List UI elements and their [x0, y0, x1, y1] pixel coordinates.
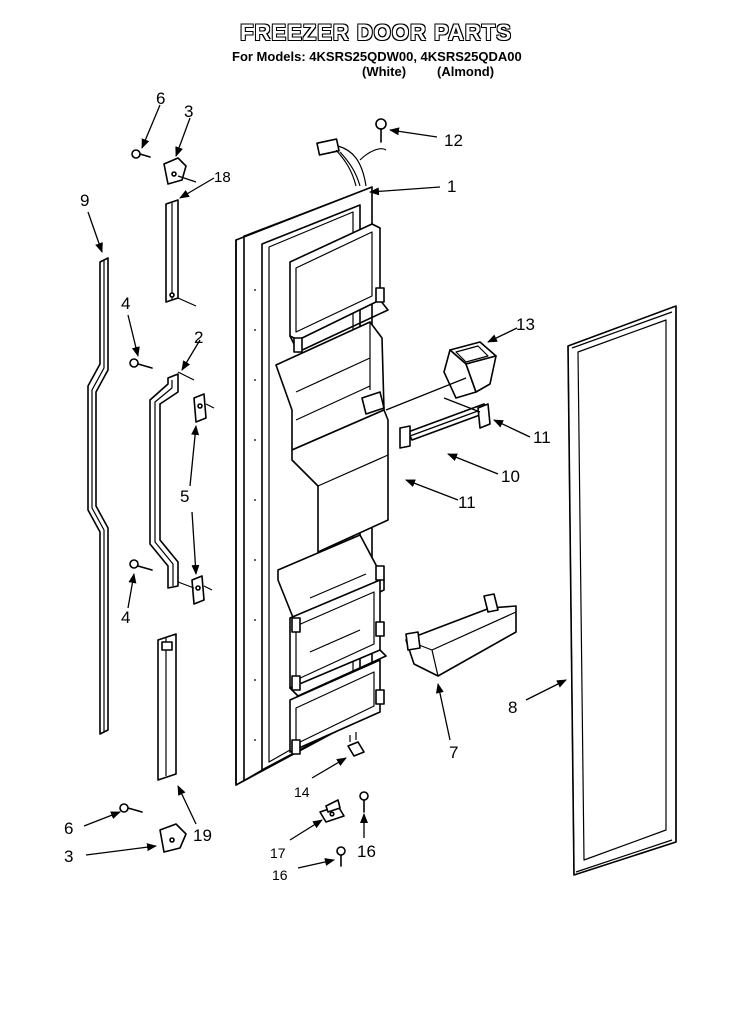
upper-door-bin	[289, 223, 389, 353]
door-bin-part-7	[405, 593, 517, 677]
callout-8: 8	[508, 698, 517, 717]
page-title: FREEZER DOOR PARTS	[240, 20, 512, 45]
callout-19: 19	[193, 826, 212, 845]
callout-3-bottom: 3	[64, 847, 73, 866]
callout-labels: 1 2 3 3 4 4 5 6 6 7 8 9 10 11 11 12 13 1…	[64, 89, 551, 883]
variant-almond-label: (Almond)	[437, 64, 495, 79]
clip-part-5-lower	[191, 575, 213, 605]
screw-part-6-top	[131, 149, 151, 159]
callout-14: 14	[294, 784, 310, 800]
callout-18: 18	[214, 169, 231, 186]
callout-13: 13	[516, 315, 535, 334]
variant-white-label: (White)	[362, 64, 407, 79]
screw-part-4-lower	[129, 559, 153, 571]
clip-part-5-upper	[193, 393, 215, 423]
handle-part-2	[149, 373, 179, 589]
hinge-bushing-part-14	[347, 732, 365, 757]
callout-16-upper: 16	[357, 842, 376, 861]
door-gasket-part-8	[567, 305, 677, 876]
screw-12	[375, 118, 387, 143]
screw-part-6-bottom	[119, 803, 143, 813]
callout-3-top: 3	[184, 102, 193, 121]
callout-5: 5	[180, 487, 189, 506]
ice-chute-part-13	[385, 341, 497, 411]
handle-mid-leader	[177, 371, 195, 381]
callout-10: 10	[501, 467, 520, 486]
callout-7: 7	[449, 743, 458, 762]
lower-door-shelves	[277, 534, 387, 755]
hinge-bracket-part-17	[319, 799, 345, 823]
callout-4-upper: 4	[121, 294, 130, 313]
handle-low-leader	[177, 581, 195, 589]
callout-16-lower: 16	[272, 867, 288, 883]
callout-11-lower: 11	[458, 493, 476, 512]
screw-part-4-upper	[129, 358, 153, 369]
screw-part-16-lower	[336, 846, 346, 867]
handle-lower-cap-part-19	[157, 633, 177, 781]
dispenser-housing	[275, 321, 389, 553]
callout-6-top: 6	[156, 89, 165, 108]
callout-11-upper: 11	[533, 428, 551, 447]
handle-trim-part-9	[87, 257, 109, 735]
callout-12: 12	[444, 131, 463, 150]
screw-part-16-upper	[359, 791, 369, 813]
callout-6-bottom: 6	[64, 819, 73, 838]
end-cap-part-3-bottom	[159, 823, 187, 853]
callout-1: 1	[447, 177, 456, 196]
handle-upper-cap-part-18	[165, 199, 197, 307]
handle-top-leader	[177, 175, 197, 183]
models-line: For Models: 4KSRS25QDW00, 4KSRS25QDA00	[232, 49, 522, 64]
callout-9: 9	[80, 191, 89, 210]
callout-2: 2	[194, 328, 203, 347]
wire-harness	[316, 138, 387, 187]
end-cap-part-3-top	[163, 157, 187, 185]
callout-4-lower: 4	[121, 608, 130, 627]
leader-arrows	[83, 104, 567, 869]
trim-rail-part-10	[399, 397, 491, 449]
callout-17: 17	[270, 845, 286, 861]
